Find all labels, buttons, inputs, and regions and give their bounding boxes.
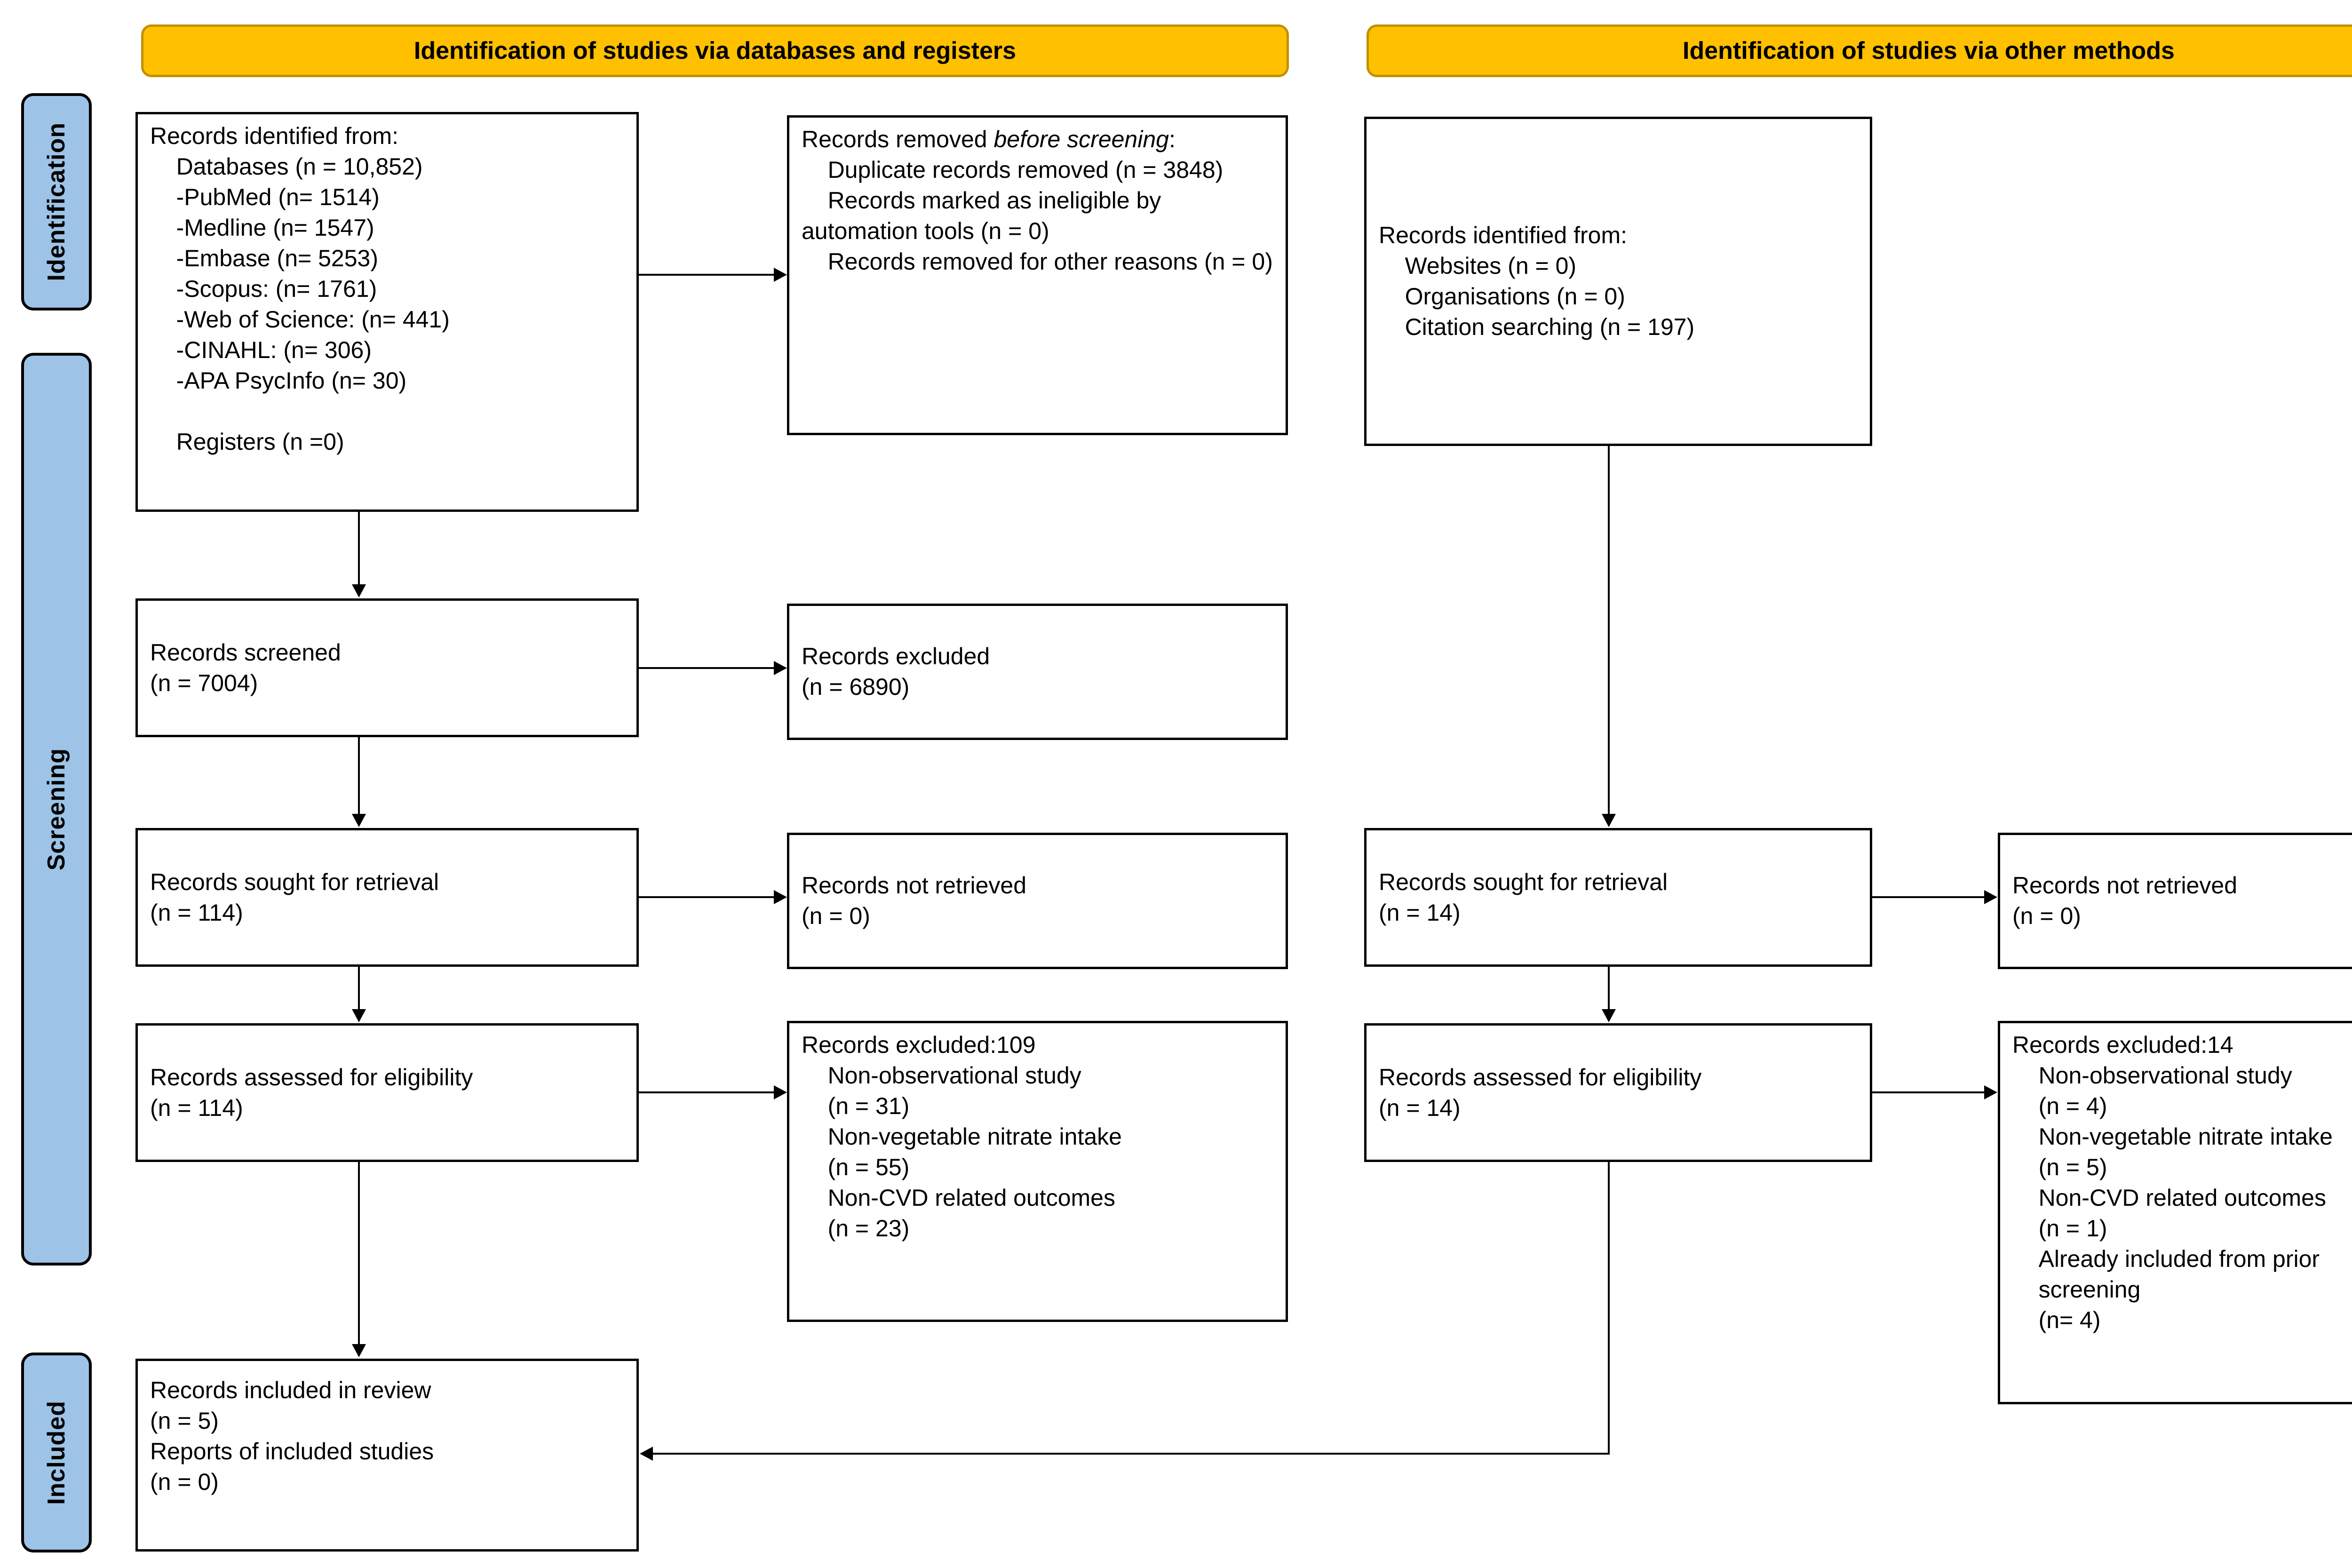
- connector-assessed-to-included: [358, 1162, 360, 1345]
- column-header-databases-label: Identification of studies via databases …: [413, 37, 1017, 64]
- arrow-identified-other-to-sought: [1602, 814, 1616, 827]
- box-records-identified-databases: Records identified from: Databases (n = …: [135, 112, 639, 512]
- arrow-assessed-to-included: [352, 1344, 366, 1357]
- phase-label-identification: Identification: [43, 122, 70, 281]
- arrow-screened-to-sought: [352, 814, 366, 827]
- phase-bar-identification: Identification: [21, 93, 92, 310]
- box-records-assessed-eligibility-databases: Records assessed for eligibility (n = 11…: [135, 1023, 639, 1162]
- arrow-assessed-to-excluded-db: [774, 1085, 787, 1099]
- arrow-sought-to-not-retrieved-other: [1984, 890, 1997, 904]
- box-records-screened: Records screened (n = 7004): [135, 598, 639, 737]
- box-records-included-in-review: Records included in review (n = 5) Repor…: [135, 1359, 639, 1552]
- box-records-excluded-eligibility-other: Records excluded:14 Non-observational st…: [1998, 1021, 2352, 1404]
- box-records-identified-databases-text: Records identified from: Databases (n = …: [150, 123, 450, 455]
- box-records-screened-text: Records screened (n = 7004): [150, 639, 341, 696]
- connector-identified-to-screened: [358, 512, 360, 585]
- arrow-assessed-to-excluded-other: [1984, 1085, 1997, 1099]
- arrow-sought-to-not-retrieved-db: [774, 890, 787, 904]
- box-records-sought-retrieval-databases: Records sought for retrieval (n = 114): [135, 828, 639, 967]
- phase-bar-screening: Screening: [21, 353, 92, 1266]
- box-records-excluded-screening: Records excluded (n = 6890): [787, 604, 1288, 740]
- box-records-identified-other-methods-text: Records identified from: Websites (n = 0…: [1379, 222, 1695, 340]
- connector-screened-to-excluded: [639, 667, 775, 669]
- records-removed-prefix: Records removed: [802, 126, 994, 152]
- arrow-screened-to-excluded: [774, 661, 787, 675]
- arrow-identified-to-removed: [774, 268, 787, 282]
- box-records-not-retrieved-other-text: Records not retrieved (n = 0): [2012, 872, 2238, 929]
- connector-sought-to-not-retrieved-db: [639, 896, 775, 898]
- box-records-excluded-eligibility-databases: Records excluded:109 Non-observational s…: [787, 1021, 1288, 1322]
- phase-bar-included: Included: [21, 1353, 92, 1552]
- connector-identified-to-removed: [639, 274, 775, 276]
- records-removed-italic: before screening: [993, 126, 1169, 152]
- box-records-sought-retrieval-other-text: Records sought for retrieval (n = 14): [1379, 868, 1668, 926]
- box-records-excluded-screening-text: Records excluded (n = 6890): [802, 643, 990, 700]
- connector-assessed-other-down: [1608, 1162, 1610, 1454]
- box-records-sought-retrieval-databases-text: Records sought for retrieval (n = 114): [150, 868, 439, 926]
- box-records-identified-other-methods: Records identified from: Websites (n = 0…: [1364, 117, 1872, 446]
- box-records-removed-before-screening-text: Records removed before screening: Duplic…: [802, 124, 1273, 277]
- connector-identified-other-to-sought: [1608, 446, 1610, 815]
- arrow-sought-to-assessed-other: [1602, 1009, 1616, 1022]
- box-records-sought-retrieval-other: Records sought for retrieval (n = 14): [1364, 828, 1872, 967]
- box-records-included-in-review-text: Records included in review (n = 5) Repor…: [150, 1377, 434, 1495]
- connector-sought-to-not-retrieved-other: [1872, 896, 1985, 898]
- arrow-assessed-other-to-included: [640, 1447, 653, 1461]
- connector-sought-to-assessed-db: [358, 967, 360, 1009]
- box-records-not-retrieved-other: Records not retrieved (n = 0): [1998, 833, 2352, 969]
- connector-assessed-to-excluded-db: [639, 1091, 775, 1093]
- arrow-sought-to-assessed-db: [352, 1009, 366, 1022]
- column-header-other-methods: Identification of studies via other meth…: [1367, 24, 2352, 77]
- box-records-removed-before-screening: Records removed before screening: Duplic…: [787, 115, 1288, 435]
- box-records-not-retrieved-databases: Records not retrieved (n = 0): [787, 833, 1288, 969]
- connector-assessed-to-excluded-other: [1872, 1091, 1985, 1093]
- connector-assessed-other-to-included: [653, 1453, 1610, 1455]
- column-header-other-label: Identification of studies via other meth…: [1683, 37, 2175, 64]
- box-records-assessed-eligibility-databases-text: Records assessed for eligibility (n = 11…: [150, 1064, 473, 1121]
- box-records-excluded-eligibility-databases-text: Records excluded:109 Non-observational s…: [802, 1032, 1122, 1242]
- box-records-assessed-eligibility-other: Records assessed for eligibility (n = 14…: [1364, 1023, 1872, 1162]
- column-header-databases-and-registers: Identification of studies via databases …: [141, 24, 1289, 77]
- phase-label-included: Included: [43, 1400, 70, 1505]
- box-records-assessed-eligibility-other-text: Records assessed for eligibility (n = 14…: [1379, 1064, 1702, 1121]
- box-records-not-retrieved-databases-text: Records not retrieved (n = 0): [802, 872, 1027, 929]
- connector-screened-to-sought: [358, 737, 360, 814]
- connector-sought-to-assessed-other: [1608, 967, 1610, 1009]
- box-records-excluded-eligibility-other-text: Records excluded:14 Non-observational st…: [2012, 1032, 2333, 1333]
- records-removed-rest: : Duplicate records removed (n = 3848) R…: [802, 126, 1273, 275]
- arrow-identified-to-screened: [352, 584, 366, 597]
- phase-label-screening: Screening: [43, 748, 70, 871]
